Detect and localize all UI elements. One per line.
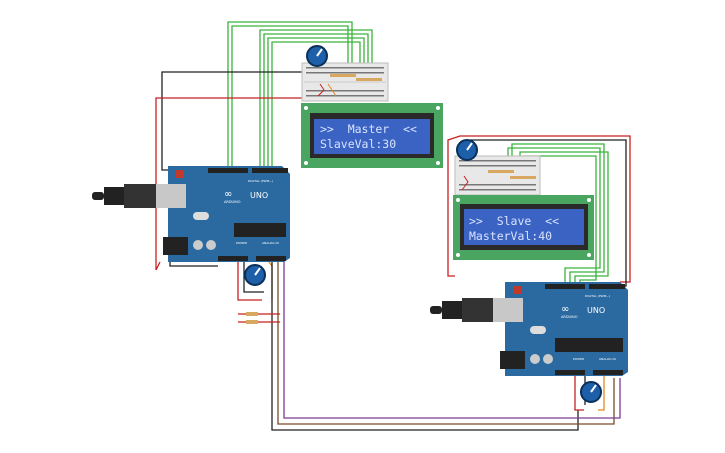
usb-cable-master xyxy=(92,184,156,208)
power-jack xyxy=(500,351,525,369)
digital-label: DIGITAL (PWM~) xyxy=(585,294,610,298)
wire-black[interactable] xyxy=(169,262,218,267)
lcd-slave[interactable]: >> Slave << MasterVal:40 xyxy=(453,195,594,260)
usb-port xyxy=(493,298,523,322)
board-brand: ARDUINO xyxy=(224,200,241,204)
arduino-uno-master[interactable]: ∞ ARDUINO UNO DIGITAL (PWM~) POWER ANALO… xyxy=(156,166,290,262)
lcd-line-2: MasterVal:40 xyxy=(469,229,552,243)
wire-red[interactable] xyxy=(237,258,262,301)
power-jack xyxy=(163,237,188,255)
resistor[interactable] xyxy=(488,170,514,173)
resistor[interactable] xyxy=(330,74,356,77)
wire-green[interactable] xyxy=(263,33,369,168)
potentiometer-contrast-slave[interactable] xyxy=(456,139,478,161)
potentiometer-master[interactable] xyxy=(244,264,266,286)
lcd-line-1: >> Slave << xyxy=(469,214,559,228)
board-model: UNO xyxy=(587,306,605,315)
microcontroller-chip xyxy=(555,338,623,352)
wire-green[interactable] xyxy=(511,143,605,284)
wire-black[interactable] xyxy=(271,258,579,431)
digital-label: DIGITAL (PWM~) xyxy=(248,179,273,183)
resistor[interactable] xyxy=(356,78,382,81)
wire-green[interactable] xyxy=(519,151,609,284)
wire-black[interactable] xyxy=(161,71,304,171)
wire-green[interactable] xyxy=(231,25,349,168)
lcd-line-1: >> Master << xyxy=(320,122,417,136)
analog-label: ANALOG IN xyxy=(599,357,616,361)
usb-port xyxy=(156,184,186,208)
infinity-logo: ∞ xyxy=(224,189,232,200)
power-label: POWER xyxy=(236,241,247,245)
resistor[interactable] xyxy=(246,312,258,316)
lcd-line-2: SlaveVal:30 xyxy=(320,137,396,151)
breadboard-slave[interactable] xyxy=(454,155,541,196)
reset-button[interactable] xyxy=(176,170,184,178)
potentiometer-contrast-master[interactable] xyxy=(306,45,328,67)
resistor[interactable] xyxy=(510,176,536,179)
reset-button[interactable] xyxy=(513,286,521,294)
arduino-uno-slave[interactable]: ∞ ARDUINO UNO DIGITAL (PWM~) POWER ANALO… xyxy=(493,282,628,376)
wire-red[interactable] xyxy=(447,135,631,283)
wire-brown[interactable] xyxy=(277,258,615,425)
wire-red[interactable] xyxy=(574,374,584,411)
analog-label: ANALOG IN xyxy=(262,241,279,245)
wire-purple[interactable] xyxy=(283,258,621,419)
breadboard-holes xyxy=(306,67,384,97)
breadboard-master[interactable] xyxy=(301,62,389,102)
wire-green[interactable] xyxy=(507,147,601,284)
infinity-logo: ∞ xyxy=(561,304,569,315)
wire-green[interactable] xyxy=(259,29,373,168)
wire-orange[interactable] xyxy=(265,257,273,300)
wire-orange[interactable] xyxy=(598,374,605,411)
wire-green[interactable] xyxy=(267,37,365,168)
power-label: POWER xyxy=(573,357,584,361)
potentiometer-slave[interactable] xyxy=(580,381,602,403)
usb-cable-slave xyxy=(430,298,494,322)
wire-green[interactable] xyxy=(227,21,353,168)
wire-black[interactable] xyxy=(243,258,264,293)
lcd-master[interactable]: >> Master << SlaveVal:30 xyxy=(301,103,443,168)
resistor[interactable] xyxy=(246,320,258,324)
board-model: UNO xyxy=(250,191,268,200)
microcontroller-chip xyxy=(234,223,286,237)
board-brand: ARDUINO xyxy=(561,315,578,319)
wire-green[interactable] xyxy=(271,41,361,168)
